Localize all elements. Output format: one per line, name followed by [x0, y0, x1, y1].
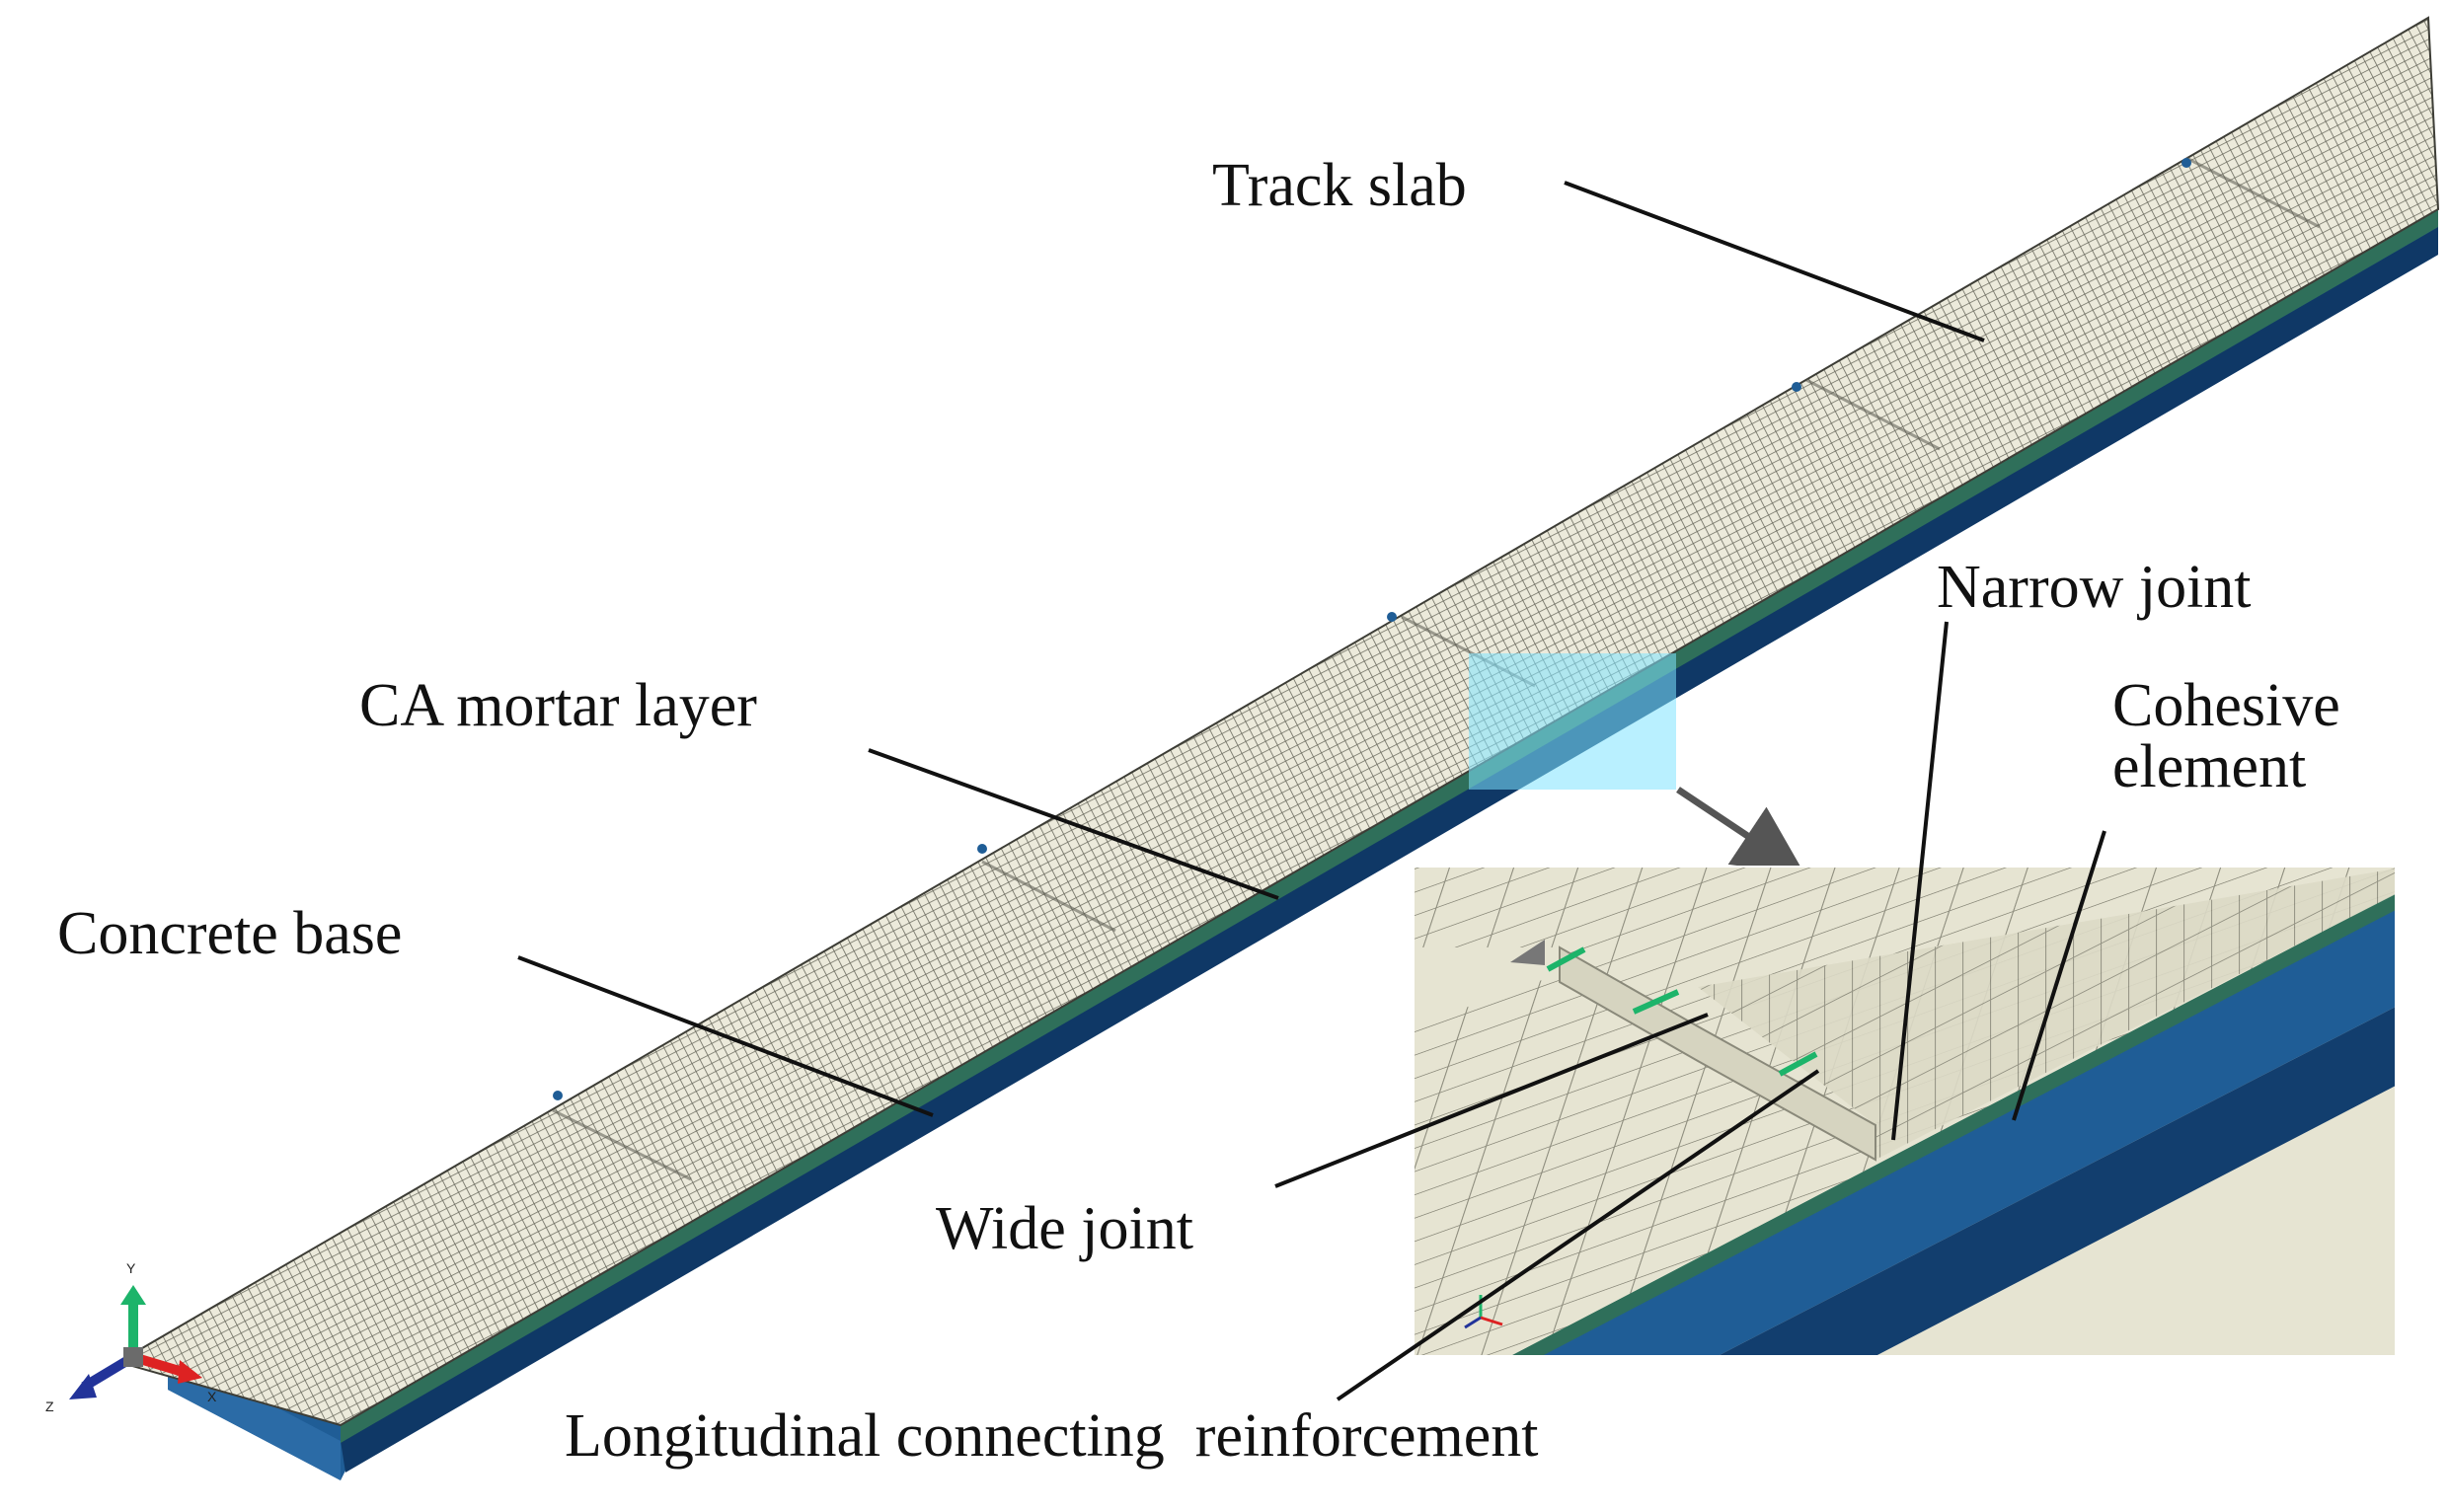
zoom-arrow — [1676, 787, 1805, 874]
axis-y-label: Y — [126, 1260, 136, 1276]
inset-axis-triad — [1464, 1295, 1503, 1329]
ca-mortar-side — [341, 209, 2438, 1443]
label-longitudinal-reinforcement: Longitudinal connecting reinforcement — [565, 1402, 1539, 1470]
leader-wide-joint — [1274, 1013, 1709, 1188]
inset-wedge — [1510, 940, 1545, 965]
leader-concrete-base — [517, 955, 934, 1117]
leader-track-slab — [1564, 181, 1985, 342]
label-wide-joint: Wide joint — [936, 1195, 1193, 1262]
concrete-base-edge — [341, 227, 2438, 1473]
label-narrow-joint: Narrow joint — [1937, 554, 2252, 621]
track-slab-top — [115, 16, 2440, 1427]
label-concrete-base: Concrete base — [57, 900, 402, 967]
axis-x-label: X — [207, 1389, 217, 1404]
leader-longitudinal — [1336, 1069, 1820, 1401]
zoom-highlight-region — [1469, 653, 1676, 790]
axis-z-label: Z — [45, 1399, 54, 1414]
inset-detail — [1414, 867, 2396, 1356]
inset-frame — [1413, 866, 2397, 1357]
joint-markers — [553, 158, 2191, 1100]
labels: Track slab CA mortar layer Concrete base… — [57, 152, 2340, 1470]
inset-step-face — [1559, 945, 1876, 1162]
label-track-slab: Track slab — [1212, 152, 1467, 219]
leader-ca-mortar — [868, 748, 1279, 900]
label-cohesive: Cohesive — [2112, 672, 2340, 739]
leader-lines — [517, 181, 2106, 1401]
inset-base-dark — [1718, 1007, 2396, 1356]
reinforcement-bars — [1546, 946, 1818, 1077]
leader-narrow-joint — [1891, 621, 1949, 1141]
label-element: element — [2112, 733, 2306, 800]
axis-triad: Y X Z — [45, 1260, 217, 1414]
track-model — [115, 16, 2440, 1480]
leader-cohesive-element — [2012, 830, 2106, 1121]
label-ca-mortar-layer: CA mortar layer — [359, 672, 757, 739]
